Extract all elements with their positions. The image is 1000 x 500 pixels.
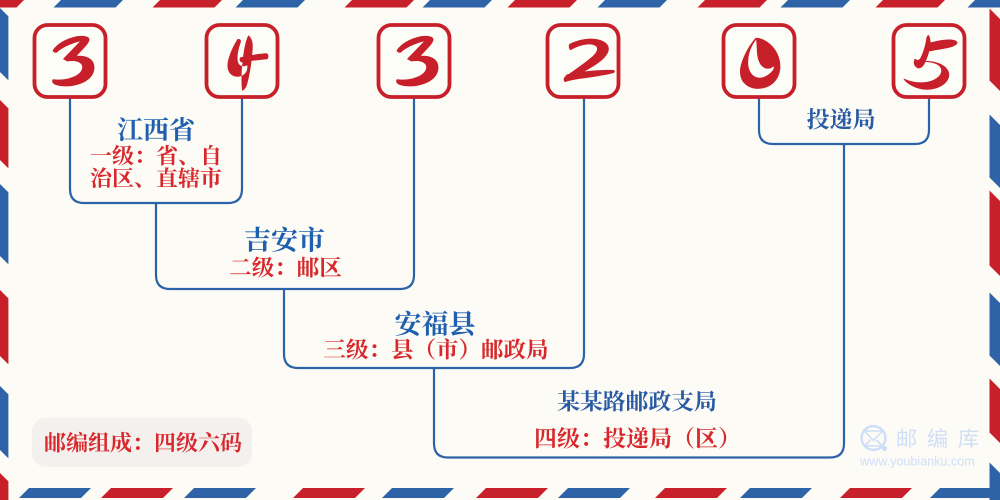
- svg-text:www.youbianku.com: www.youbianku.com: [859, 455, 975, 469]
